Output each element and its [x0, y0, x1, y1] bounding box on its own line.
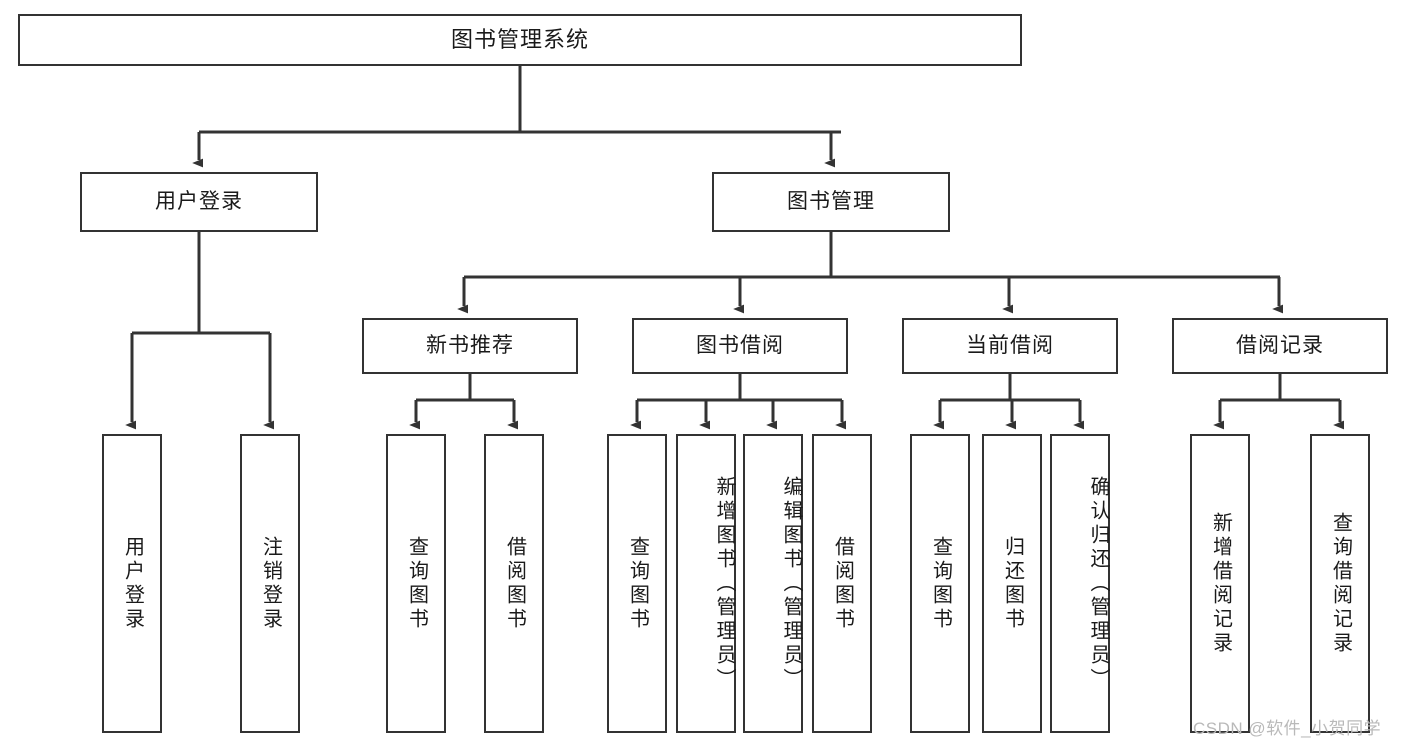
leaf-edit-book-admin[interactable]: 编辑图书（管理员） [743, 434, 803, 733]
leaf-user-logout[interactable]: 注销登录 [240, 434, 300, 733]
leaf-query-borrow-record[interactable]: 查询借阅记录 [1310, 434, 1370, 733]
leaf-query-book-borrow[interactable]: 查询图书 [607, 434, 667, 733]
leaf-borrow-book[interactable]: 借阅图书 [812, 434, 872, 733]
leaf-confirm-return-admin[interactable]: 确认归还（管理员） [1050, 434, 1110, 733]
node-new-book-recommend[interactable]: 新书推荐 [362, 318, 578, 374]
leaf-return-book[interactable]: 归还图书 [982, 434, 1042, 733]
node-book-borrow[interactable]: 图书借阅 [632, 318, 848, 374]
csdn-watermark: CSDN @软件_小贺同学 [1193, 719, 1382, 738]
leaf-add-borrow-record[interactable]: 新增借阅记录 [1190, 434, 1250, 733]
node-user-login[interactable]: 用户登录 [80, 172, 318, 232]
leaf-query-book-recommend[interactable]: 查询图书 [386, 434, 446, 733]
leaf-add-book-admin[interactable]: 新增图书（管理员） [676, 434, 736, 733]
node-book-management[interactable]: 图书管理 [712, 172, 950, 232]
leaf-user-login[interactable]: 用户登录 [102, 434, 162, 733]
leaf-query-book-current[interactable]: 查询图书 [910, 434, 970, 733]
node-root-system[interactable]: 图书管理系统 [18, 14, 1022, 66]
node-current-borrow[interactable]: 当前借阅 [902, 318, 1118, 374]
node-borrow-record[interactable]: 借阅记录 [1172, 318, 1388, 374]
leaf-borrow-book-recommend[interactable]: 借阅图书 [484, 434, 544, 733]
